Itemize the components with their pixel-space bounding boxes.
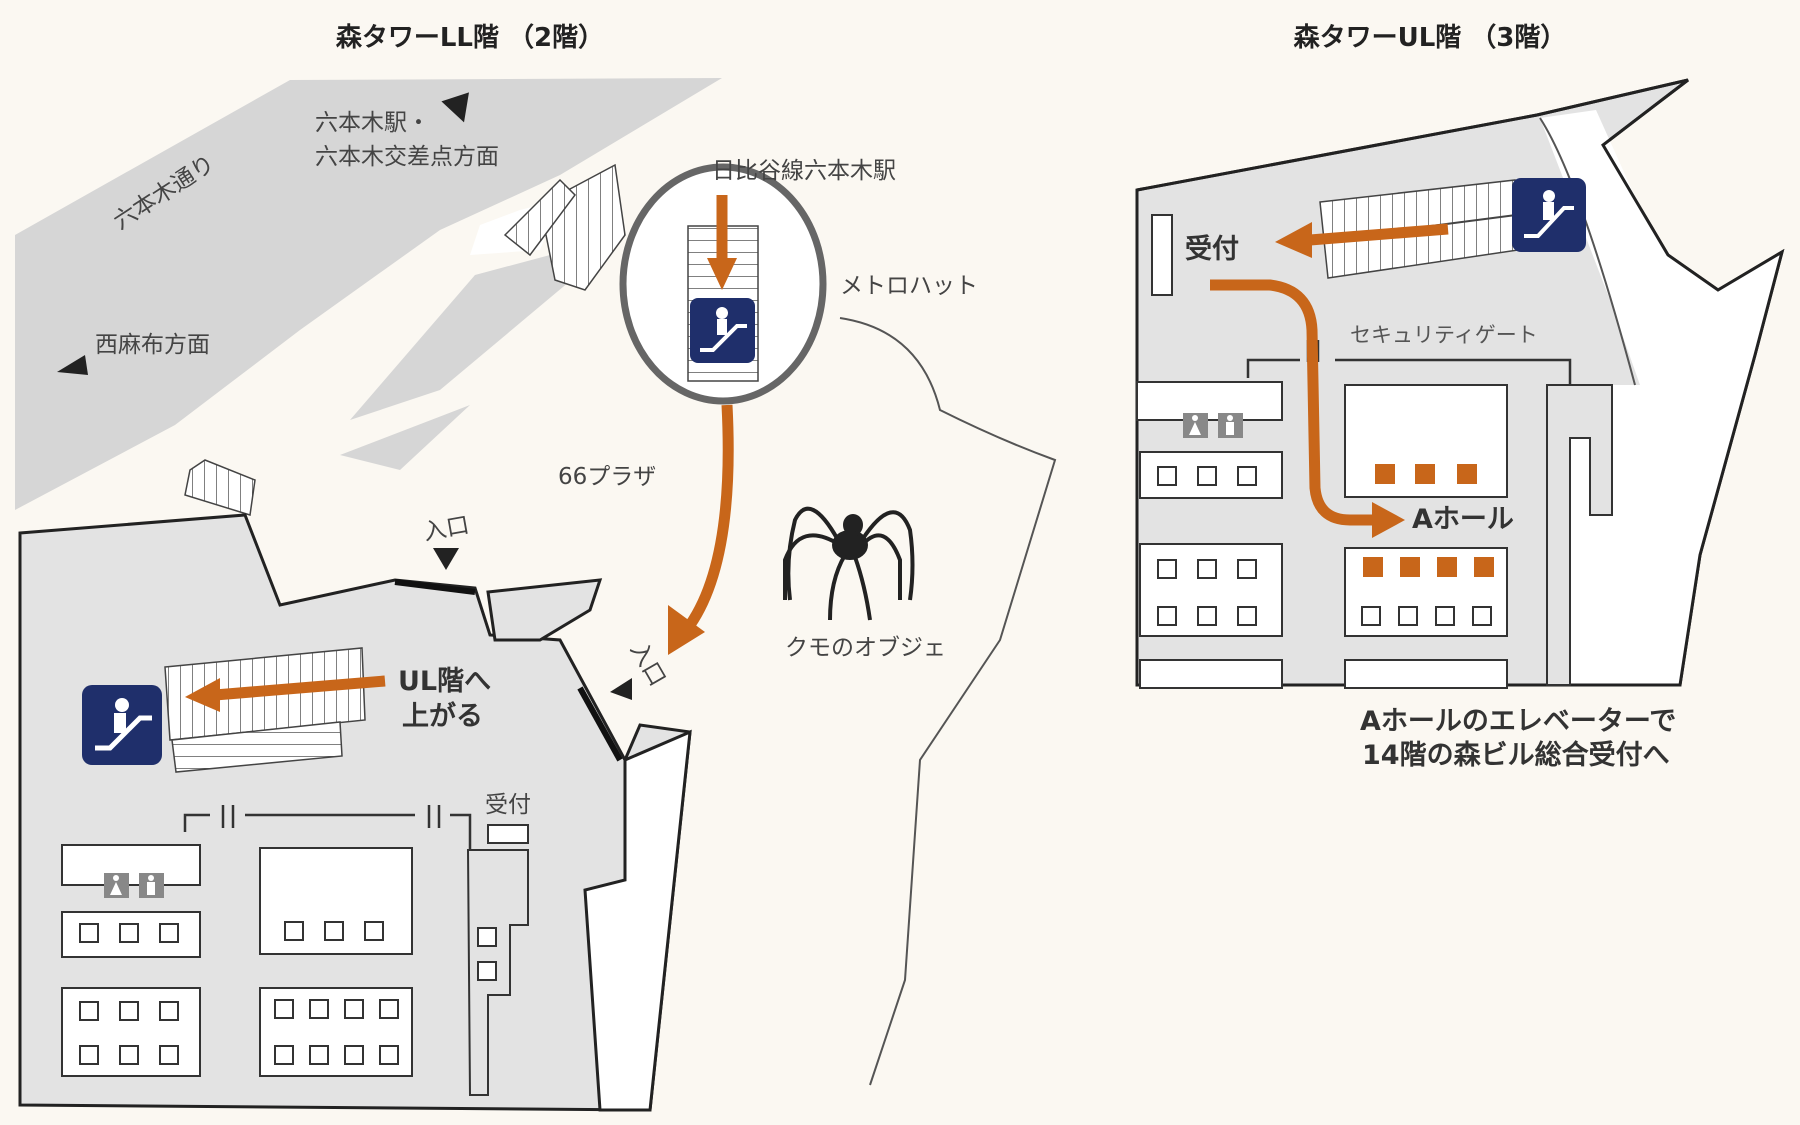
restroom-icon bbox=[104, 873, 164, 898]
triangle-pointer-icon bbox=[433, 548, 459, 570]
entrance-door-side bbox=[577, 686, 623, 762]
ll-restroom bbox=[61, 844, 201, 886]
side-corridor bbox=[583, 729, 692, 1112]
roppongi-station-label: 六本木駅・ bbox=[315, 110, 430, 136]
ul-room-c bbox=[1139, 659, 1283, 689]
ul-up-label-1: UL階へ bbox=[398, 666, 491, 697]
hibiya-station-label: 日比谷線六本木駅 bbox=[712, 158, 896, 184]
ll-escalator bbox=[164, 647, 366, 773]
plaza66-label: 66プラザ bbox=[558, 464, 656, 490]
a-hall-label: Aホール bbox=[1412, 504, 1514, 535]
roppongi-crossing-label: 六本木交差点方面 bbox=[315, 144, 499, 170]
note-line-2: 14階の森ビル総合受付へ bbox=[1362, 739, 1670, 771]
ul-reception-label: 受付 bbox=[1185, 233, 1239, 265]
ul-reception-desk bbox=[1151, 214, 1173, 296]
spider-sculpture-icon bbox=[783, 506, 915, 621]
ll-floor-map: 森タワーLL階 （2階） 六本木駅・ 六本木交差点方面 六本木通り 西麻布方面 … bbox=[15, 23, 1057, 1112]
spider-area-outline bbox=[839, 317, 1057, 1086]
ul-room-squares bbox=[1157, 464, 1494, 626]
ul-floor-map: 森タワーUL階 （3階） 受付 セキュリティゲート Aホール Aホールのエレベー… bbox=[1135, 23, 1785, 771]
outdoor-stairs bbox=[539, 163, 626, 291]
escalator-icon bbox=[1512, 178, 1586, 252]
route-arrow-escalator bbox=[214, 675, 386, 701]
nishiazabu-label: 西麻布方面 bbox=[95, 332, 210, 358]
escalator-icon bbox=[690, 298, 755, 363]
ll-room-squares bbox=[79, 921, 497, 1065]
route-arrow-a-hall bbox=[1210, 279, 1375, 526]
entrance-top-label: 入口 bbox=[422, 512, 472, 546]
escalator-icon bbox=[82, 685, 162, 765]
ul-right-zone bbox=[1540, 110, 1782, 685]
triangle-pointer-icon bbox=[441, 92, 469, 123]
ul-floor-title: 森タワーUL階 （3階） bbox=[1294, 23, 1567, 53]
ul-interior-wall bbox=[1246, 358, 1572, 385]
ll-reception-label: 受付 bbox=[485, 792, 531, 818]
route-arrow-plaza bbox=[685, 404, 734, 629]
metro-hat-label: メトロハット bbox=[840, 273, 978, 299]
restroom-icon bbox=[1183, 413, 1243, 438]
note-line-1: Aホールのエレベーターで bbox=[1360, 706, 1676, 737]
spider-label: クモのオブジェ bbox=[785, 635, 946, 661]
ul-room-e bbox=[1344, 659, 1508, 689]
roppongi-dori-road bbox=[15, 78, 722, 510]
triangle-pointer-icon bbox=[610, 678, 632, 700]
ll-reception-desk bbox=[487, 824, 529, 844]
plaza-paving bbox=[350, 235, 625, 420]
ll-floor-title: 森タワーLL階 （2階） bbox=[336, 23, 604, 53]
ll-interior-wall bbox=[183, 813, 472, 850]
ul-up-label-2: 上がる bbox=[402, 700, 483, 732]
plaza-paving-2 bbox=[340, 405, 470, 470]
triangle-pointer-icon bbox=[57, 355, 88, 375]
outdoor-stairs-2 bbox=[503, 178, 576, 257]
route-arrow-reception bbox=[1309, 223, 1449, 246]
entrance-door-top bbox=[394, 579, 476, 595]
security-gate-label: セキュリティゲート bbox=[1350, 323, 1538, 347]
outdoor-stairs-3 bbox=[184, 459, 256, 516]
